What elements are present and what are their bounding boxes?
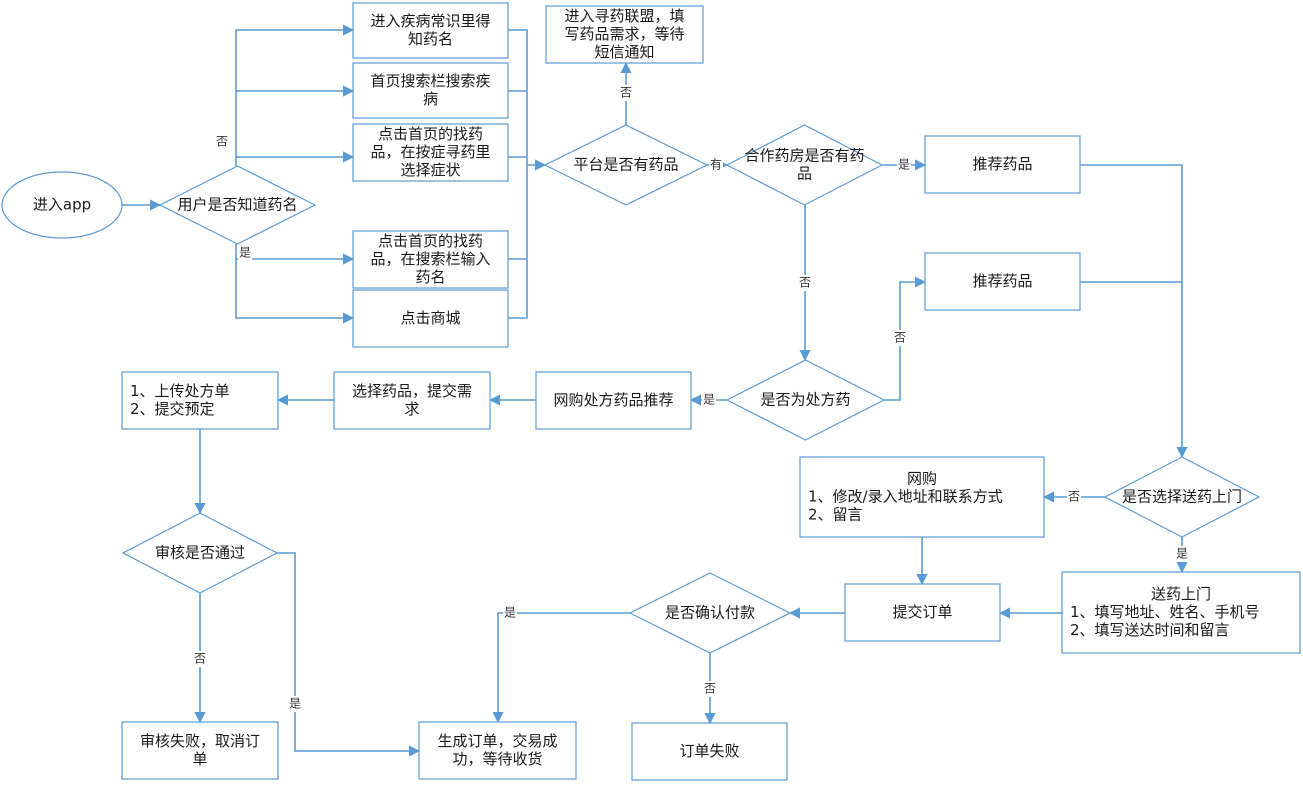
- label-partner-yes: 是: [898, 158, 910, 172]
- label-know-yes: 是: [239, 246, 251, 260]
- start-node: 进入app: [1, 171, 123, 239]
- label-know-no: 否: [216, 135, 228, 149]
- step-order-failed: 订单失败: [631, 722, 788, 781]
- decision-home-delivery-text: 是否选择送药上门: [1122, 488, 1242, 506]
- decision-platform-has-drug: 平台是否有药品: [543, 124, 709, 206]
- step-name-search-text: 药名: [415, 268, 445, 286]
- label-review-no: 否: [194, 652, 206, 666]
- step-upload-prescription-text: 1、上传处方单: [130, 382, 230, 400]
- edge-to-disease-knowledge: [235, 24, 355, 166]
- step-online-rx-recommend-text: 网购处方药品推荐: [553, 391, 673, 409]
- step-select-drug-text: 求: [404, 400, 419, 418]
- label-platform-has: 有: [710, 158, 722, 172]
- flowchart-edge-labels: 否是否有是否否是否是否是是否: [193, 85, 1189, 712]
- step-online-purchase-text: 1、修改/录入地址和联系方式: [808, 488, 1003, 506]
- step-disease-knowledge-text: 进入疾病常识里得: [370, 12, 490, 30]
- step-select-drug-text: 选择药品，提交需: [352, 382, 472, 400]
- step-online-rx-recommend: 网购处方药品推荐: [535, 371, 692, 430]
- step-symptom-search-text: 选择症状: [400, 161, 460, 179]
- decision-partner-has-drug-text: 品: [797, 165, 812, 183]
- step-symptom-search-text: 品，在按症寻药里: [370, 143, 490, 161]
- label-confirm-yes: 是: [504, 606, 516, 620]
- step-name-search-text: 品，在搜索栏输入: [370, 250, 490, 268]
- step-order-success-text: 生成订单，交易成: [437, 732, 557, 750]
- label-review-yes: 是: [289, 697, 301, 711]
- step-review-failed-text: 审核失败，取消订: [140, 732, 260, 750]
- step-drug-alliance-text: 进入寻药联盟，填: [564, 7, 684, 25]
- step-home-search-disease-text: 病: [423, 90, 438, 108]
- step-order-failed-text: 订单失败: [679, 742, 739, 760]
- label-delivery-yes: 是: [1176, 547, 1188, 561]
- step-home-delivery-text: 1、填写地址、姓名、手机号: [1070, 603, 1260, 621]
- step-drug-alliance-text: 短信通知: [594, 43, 654, 61]
- label-rx-yes: 是: [703, 393, 715, 407]
- step-drug-alliance-text: 写药品需求，等待: [564, 25, 684, 43]
- decision-know-name: 用户是否知道药名: [158, 165, 317, 245]
- step-submit-order-text: 提交订单: [892, 603, 952, 621]
- label-platform-no: 否: [620, 86, 632, 100]
- decision-know-name-text: 用户是否知道药名: [177, 196, 297, 214]
- label-partner-no: 否: [799, 276, 811, 290]
- edge-to-mall: [235, 244, 355, 324]
- label-rx-no: 否: [894, 331, 906, 345]
- edge-collector: [508, 29, 528, 319]
- decision-platform-has-drug-text: 平台是否有药品: [573, 156, 678, 174]
- label-confirm-no: 否: [704, 682, 716, 696]
- step-mall: 点击商城: [352, 289, 509, 348]
- step-disease-knowledge-text: 知药名: [408, 30, 453, 48]
- decision-review-passed: 审核是否通过: [121, 512, 279, 594]
- decision-review-passed-text: 审核是否通过: [155, 544, 245, 562]
- step-name-search-text: 点击首页的找药: [378, 232, 483, 250]
- decision-home-delivery: 是否选择送药上门: [1103, 456, 1261, 538]
- step-home-delivery-text: 2、填写送达时间和留言: [1070, 621, 1230, 639]
- step-home-search-disease-text: 首页搜索栏搜索疾: [370, 72, 490, 90]
- decision-is-prescription-text: 是否为处方药: [760, 391, 850, 409]
- edge-confirm-yes: [492, 612, 630, 724]
- decision-confirm-payment: 是否确认付款: [628, 572, 792, 654]
- step-recommend-drug-text: 推荐药品: [972, 155, 1032, 173]
- start-node-text: 进入app: [33, 196, 91, 214]
- decision-is-prescription: 是否为处方药: [725, 359, 886, 441]
- step-online-purchase-text: 2、留言: [808, 506, 863, 524]
- step-recommend-drug-2-text: 推荐药品: [972, 272, 1032, 290]
- step-symptom-search-text: 点击首页的找药: [378, 125, 483, 143]
- step-upload-prescription-text: 2、提交预定: [130, 400, 215, 418]
- step-mall-text: 点击商城: [400, 309, 460, 327]
- step-recommend-drug-2: 推荐药品: [924, 252, 1081, 311]
- decision-partner-has-drug-text: 合作药房是否有药: [744, 147, 864, 165]
- step-submit-order: 提交订单: [844, 583, 1001, 642]
- step-order-success-text: 功，等待收货: [452, 750, 542, 768]
- step-home-delivery-text: 送药上门: [1151, 585, 1211, 603]
- step-review-failed-text: 单: [192, 750, 207, 768]
- step-recommend-drug: 推荐药品: [924, 135, 1081, 194]
- edge-review-yes: [277, 552, 421, 757]
- edge-recommend-to-delivery: [1080, 164, 1188, 459]
- step-online-purchase-text: 网购: [907, 470, 937, 488]
- decision-confirm-payment-text: 是否确认付款: [665, 604, 755, 622]
- label-delivery-no: 否: [1068, 490, 1080, 504]
